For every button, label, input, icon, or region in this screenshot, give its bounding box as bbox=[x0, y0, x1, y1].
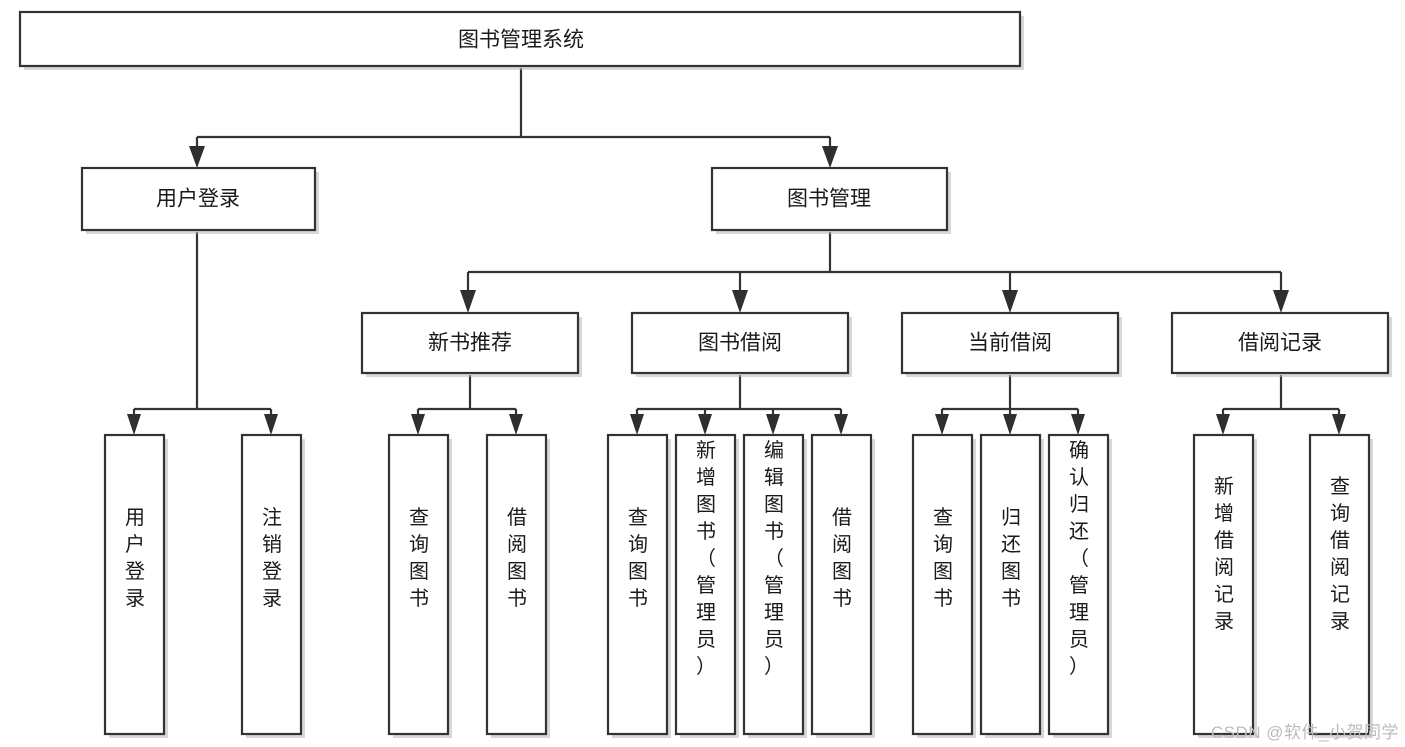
node-borrow-record-label: 借阅记录 bbox=[1238, 332, 1322, 355]
leaf-borrow-book-1-label: 借阅图书 bbox=[507, 506, 527, 610]
leaf-query-book-2-label: 查询图书 bbox=[628, 506, 648, 610]
leaf-query-book-2-box bbox=[606, 433, 669, 736]
arrow-to-current-borrow bbox=[1002, 290, 1018, 313]
leaf-borrow-book-1[interactable]: 借阅图书 bbox=[485, 433, 550, 738]
leaf-borrow-book-2-label: 借阅图书 bbox=[832, 506, 852, 610]
node-root-label: 图书管理系统 bbox=[458, 29, 584, 52]
leaf-query-record-label: 查询借阅记录 bbox=[1330, 475, 1350, 633]
node-user-login-box bbox=[80, 166, 317, 232]
leaf-borrow-book-1-box bbox=[485, 433, 548, 736]
arrow-leaf-return-book bbox=[1003, 414, 1017, 435]
leaf-add-book-label: 新增图书（管理员） bbox=[696, 439, 716, 678]
leaf-query-book-1[interactable]: 查询图书 bbox=[387, 433, 452, 738]
node-new-book-recommend[interactable]: 新书推荐 bbox=[360, 311, 582, 377]
leaf-query-book-1-label: 查询图书 bbox=[409, 506, 429, 610]
leaf-logout-login-label: 注销登录 bbox=[262, 506, 282, 610]
leaf-borrow-book-2[interactable]: 借阅图书 bbox=[810, 433, 875, 738]
node-new-book-recommend-label: 新书推荐 bbox=[428, 332, 512, 355]
connector-layer bbox=[127, 68, 1346, 435]
node-current-borrow[interactable]: 当前借阅 bbox=[900, 311, 1122, 377]
arrow-leaf-borrow-book-2 bbox=[834, 414, 848, 435]
leaf-add-record-label: 新增借阅记录 bbox=[1214, 475, 1234, 633]
leaf-add-book[interactable]: 新增图书（管理员） bbox=[674, 433, 739, 738]
leaf-add-book-box bbox=[674, 433, 737, 736]
arrow-leaf-query-record bbox=[1332, 414, 1346, 435]
csdn-watermark: CSDN @软件_小贺同学 bbox=[1210, 723, 1399, 742]
node-root[interactable]: 图书管理系统 bbox=[18, 10, 1024, 70]
leaf-confirm-return-box bbox=[1047, 433, 1110, 736]
arrow-to-borrow-record bbox=[1273, 290, 1289, 313]
leaf-query-book-2[interactable]: 查询图书 bbox=[606, 433, 671, 738]
leaf-add-record[interactable]: 新增借阅记录 bbox=[1192, 433, 1257, 738]
arrow-leaf-borrow-book-1 bbox=[509, 414, 523, 435]
node-book-borrow-label: 图书借阅 bbox=[698, 332, 782, 355]
arrow-leaf-edit-book bbox=[766, 414, 780, 435]
leaf-user-login-label: 用户登录 bbox=[125, 507, 145, 610]
node-book-borrow[interactable]: 图书借阅 bbox=[630, 311, 852, 377]
leaf-return-book[interactable]: 归还图书 bbox=[979, 433, 1044, 738]
node-book-manage-label: 图书管理 bbox=[787, 188, 871, 211]
arrow-leaf-add-record bbox=[1216, 414, 1230, 435]
arrow-leaf-query-book-3 bbox=[935, 414, 949, 435]
leaf-logout-login[interactable]: 注销登录 bbox=[240, 433, 305, 738]
node-current-borrow-label: 当前借阅 bbox=[968, 332, 1052, 355]
leaf-add-record-box bbox=[1192, 433, 1255, 736]
leaf-edit-book[interactable]: 编辑图书（管理员） bbox=[742, 433, 807, 738]
leaf-edit-book-label: 编辑图书（管理员） bbox=[764, 439, 784, 678]
node-book-borrow-box bbox=[630, 311, 850, 375]
node-root-box bbox=[18, 10, 1022, 68]
leaf-query-record-box bbox=[1308, 433, 1371, 736]
node-current-borrow-box bbox=[900, 311, 1120, 375]
leaf-return-book-label: 归还图书 bbox=[1001, 506, 1021, 610]
leaf-confirm-return[interactable]: 确认归还（管理员） bbox=[1047, 433, 1112, 738]
node-user-login[interactable]: 用户登录 bbox=[80, 166, 319, 234]
arrow-leaf-add-book bbox=[698, 414, 712, 435]
node-book-manage-box bbox=[710, 166, 949, 232]
node-borrow-record-box bbox=[1170, 311, 1390, 375]
arrow-leaf-logout-login bbox=[264, 414, 278, 435]
node-new-book-recommend-box bbox=[360, 311, 580, 375]
arrow-to-new-book bbox=[460, 290, 476, 313]
leaf-edit-book-box bbox=[742, 433, 805, 736]
arrow-to-user-login bbox=[189, 146, 205, 168]
leaf-query-book-1-box bbox=[387, 433, 450, 736]
node-book-manage[interactable]: 图书管理 bbox=[710, 166, 951, 234]
node-borrow-record[interactable]: 借阅记录 bbox=[1170, 311, 1392, 377]
leaf-user-login-box bbox=[103, 433, 166, 736]
leaf-query-record[interactable]: 查询借阅记录 bbox=[1308, 433, 1373, 738]
leaf-user-login[interactable]: 用户登录 bbox=[103, 433, 168, 738]
leaf-query-book-3[interactable]: 查询图书 bbox=[911, 433, 976, 738]
leaf-return-book-box bbox=[979, 433, 1042, 736]
leaf-borrow-book-2-box bbox=[810, 433, 873, 736]
arrow-to-book-manage bbox=[822, 146, 838, 168]
leaf-query-book-3-label: 查询图书 bbox=[933, 506, 953, 610]
leaf-confirm-return-label: 确认归还（管理员） bbox=[1069, 439, 1089, 678]
leaf-query-book-3-box bbox=[911, 433, 974, 736]
node-user-login-label: 用户登录 bbox=[156, 188, 240, 211]
arrow-to-book-borrow bbox=[732, 290, 748, 313]
arrow-leaf-confirm-return bbox=[1071, 414, 1085, 435]
arrow-leaf-query-book-1 bbox=[411, 414, 425, 435]
arrow-leaf-query-book-2 bbox=[630, 414, 644, 435]
leaf-logout-login-box bbox=[240, 433, 303, 736]
arrow-leaf-user-login bbox=[127, 414, 141, 435]
